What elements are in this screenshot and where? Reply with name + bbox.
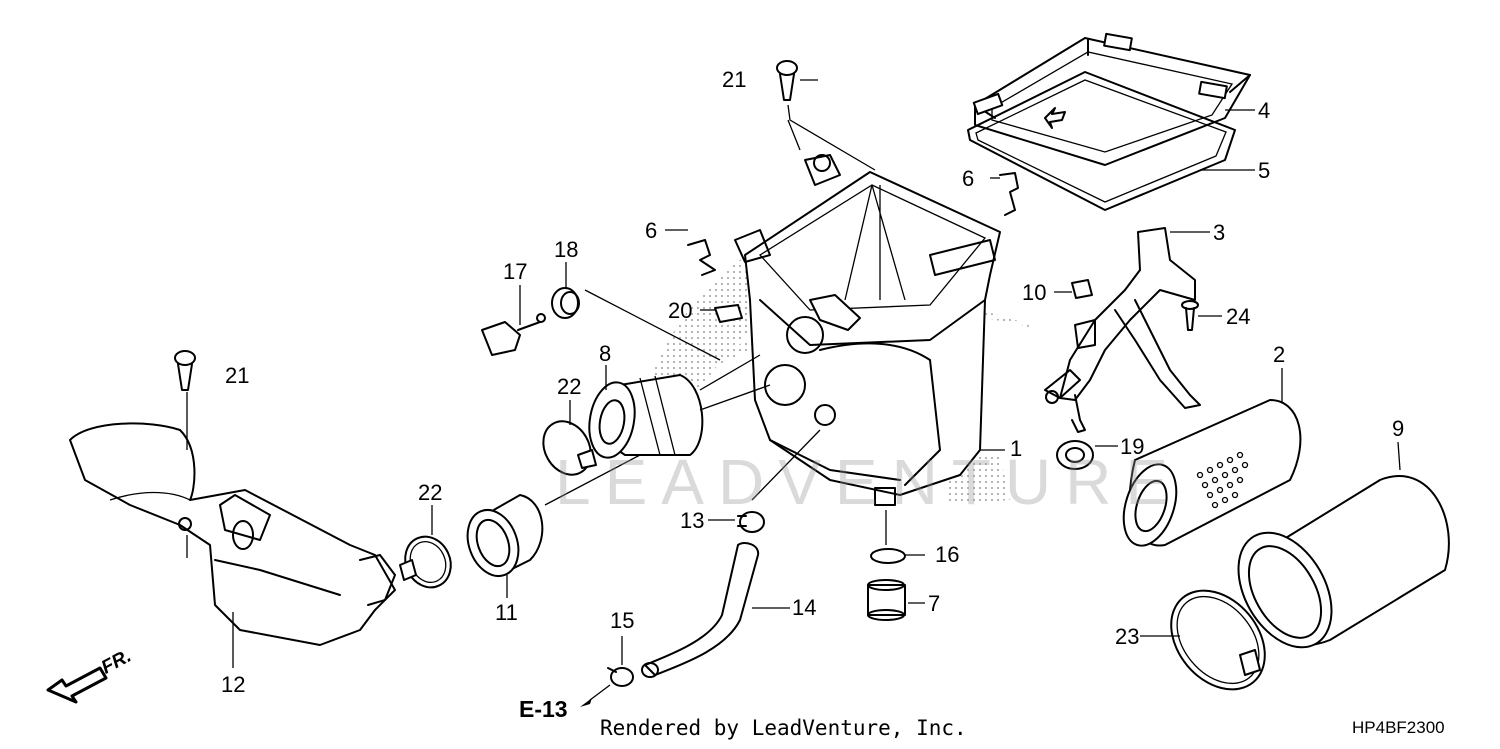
connecting-tube[interactable]: [584, 374, 704, 461]
air-cleaner-case[interactable]: [734, 154, 1001, 506]
callout-7[interactable]: 7: [928, 591, 940, 616]
callout-4[interactable]: 4: [1258, 98, 1270, 123]
callout-9[interactable]: 9: [1392, 416, 1404, 441]
joint-tube[interactable]: [459, 494, 544, 583]
callout-1[interactable]: 1: [1010, 436, 1022, 461]
trim-clip-lower[interactable]: [174, 350, 196, 391]
drain-plug-tube[interactable]: [867, 579, 906, 621]
tube-clip[interactable]: [737, 511, 765, 533]
callout-19[interactable]: 19: [1120, 434, 1144, 459]
callout-21-upper[interactable]: 21: [722, 67, 746, 92]
stay-cushion[interactable]: [1071, 279, 1093, 299]
air-inlet-duct[interactable]: [69, 422, 396, 646]
breather-grommet[interactable]: [551, 287, 580, 319]
callout-21-lower[interactable]: 21: [225, 363, 249, 388]
callout-12[interactable]: 12: [221, 672, 245, 697]
drain-tube[interactable]: [641, 542, 760, 678]
trim-clip-upper[interactable]: [776, 60, 798, 101]
clip-a[interactable]: [687, 239, 716, 276]
callout-20[interactable]: 20: [668, 298, 692, 323]
leader-lines: [186, 79, 1401, 707]
callout-6-left[interactable]: 6: [645, 218, 657, 243]
callout-13[interactable]: 13: [680, 508, 704, 533]
diagram-code: HP4BF2300: [1352, 718, 1445, 737]
tapping-screw[interactable]: [1181, 300, 1199, 331]
watermark-text: LEADVENTURE: [555, 446, 1182, 518]
reference-e13-link[interactable]: E-13: [519, 696, 568, 722]
callout-labels: 1 2 3 4 5 6 6 7 8 9 10 11 12 13 14 15 16…: [221, 67, 1404, 697]
callout-16[interactable]: 16: [935, 542, 959, 567]
clip-b[interactable]: [999, 172, 1019, 216]
air-cleaner-cover[interactable]: [972, 32, 1251, 166]
o-ring[interactable]: [870, 548, 906, 564]
callout-8[interactable]: 8: [599, 341, 611, 366]
drain-clip[interactable]: [607, 667, 634, 687]
air-cleaner-stay[interactable]: [1044, 227, 1201, 433]
drain-cap[interactable]: [481, 313, 546, 356]
callout-22-upper[interactable]: 22: [557, 374, 581, 399]
grommet[interactable]: [1056, 440, 1094, 470]
callout-2[interactable]: 2: [1273, 342, 1285, 367]
cover-gasket[interactable]: [967, 71, 1236, 211]
front-direction-arrow: [46, 666, 108, 704]
callout-6-right[interactable]: 6: [962, 166, 974, 191]
callout-23[interactable]: 23: [1115, 624, 1139, 649]
retaining-clip[interactable]: [714, 304, 743, 323]
air-filter-element[interactable]: [1114, 399, 1302, 552]
callout-3[interactable]: 3: [1213, 220, 1225, 245]
callout-24[interactable]: 24: [1226, 304, 1250, 329]
tube-band-upper[interactable]: [534, 413, 600, 483]
outer-element[interactable]: [1219, 475, 1450, 664]
callout-14[interactable]: 14: [792, 595, 816, 620]
callout-5[interactable]: 5: [1258, 158, 1270, 183]
callout-15[interactable]: 15: [610, 608, 634, 633]
callout-10[interactable]: 10: [1022, 280, 1046, 305]
band-clamp[interactable]: [1152, 572, 1284, 708]
callout-22-lower[interactable]: 22: [418, 480, 442, 505]
callout-17[interactable]: 17: [503, 259, 527, 284]
callout-18[interactable]: 18: [554, 237, 578, 262]
rendered-by-credit: Rendered by LeadVenture, Inc.: [600, 716, 967, 740]
tube-band-lower[interactable]: [397, 529, 459, 595]
callout-11[interactable]: 11: [495, 600, 518, 625]
